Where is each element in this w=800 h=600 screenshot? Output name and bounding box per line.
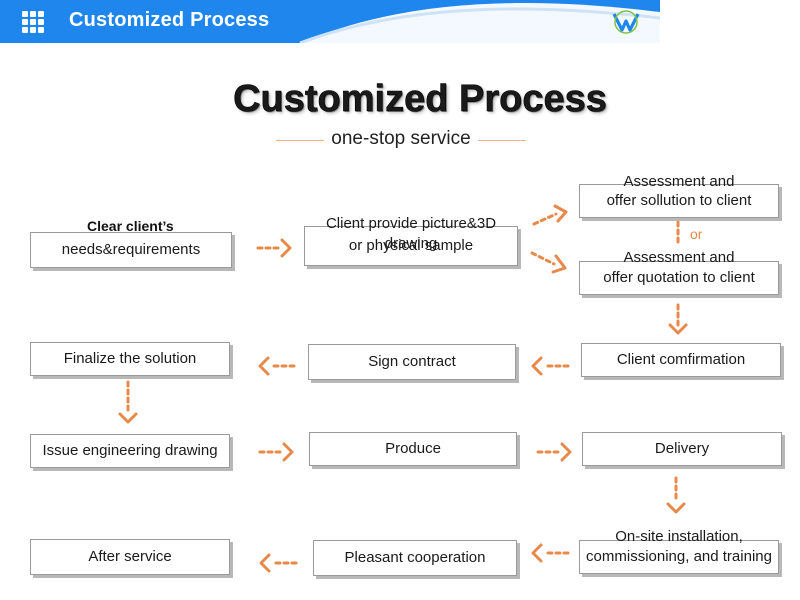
step8-label: Produce	[385, 439, 441, 457]
step3a-line1: Assessment and	[623, 173, 735, 190]
step3b-line1: Assessment and	[623, 249, 735, 266]
header-swoosh	[299, 3, 660, 43]
arrow-step2-to-step3b	[530, 251, 567, 274]
step1-label-top: Clear client’s	[87, 218, 174, 234]
step3b-line2: offer quotation to client	[603, 268, 755, 286]
subtitle-group: one-stop service	[276, 128, 526, 152]
step-box-onsite-installation: On-site installation, commissioning, and…	[579, 528, 779, 574]
step-box-finalize-solution: Finalize the solution	[30, 342, 230, 376]
step4-label: Client comfirmation	[616, 350, 746, 368]
step11-label: Pleasant cooperation	[344, 548, 486, 566]
subtitle-divider-left	[276, 140, 324, 141]
step10-line2: commissioning, and training	[586, 547, 772, 565]
arrow-step11-to-step12	[259, 553, 298, 573]
arrow-step7-to-step8	[258, 442, 294, 462]
step-box-needs-requirements: needs&requirements	[30, 232, 232, 268]
arrow-step5-to-step6	[258, 356, 296, 376]
step1-label: needs&requirements	[61, 240, 201, 258]
arrow-step10-to-step11	[531, 543, 570, 563]
diagram-title: Customized Process	[233, 78, 607, 121]
step6-label: Finalize the solution	[63, 349, 197, 367]
step10-line1: On-site installation,	[615, 528, 743, 545]
header-bar: Customized Process	[0, 0, 660, 43]
step2-line2: or physical sample	[348, 236, 474, 254]
step-box-after-service: After service	[30, 539, 230, 575]
step-box-client-confirmation: Client comfirmation	[581, 343, 781, 377]
step-box-assessment-solution: Assessment and offer sollution to client	[579, 173, 779, 218]
header-title: Customized Process	[69, 9, 270, 31]
step-box-sign-contract: Sign contract	[308, 344, 516, 380]
diagram-subtitle: one-stop service	[331, 128, 471, 149]
arrow-step4-to-step5	[531, 356, 570, 376]
subtitle-divider-right	[478, 140, 526, 141]
step7-label: Issue engineering drawing	[42, 441, 218, 459]
step-box-issue-drawing: Issue engineering drawing	[30, 434, 230, 468]
step3a-line2: offer sollution to client	[606, 191, 752, 209]
step-box-assessment-quotation: Assessment and offer quotation to client	[579, 249, 779, 295]
step-box-client-provide: Client provide picture&3D drawing or phy…	[304, 215, 518, 266]
arrow-step8-to-step9	[536, 442, 572, 462]
menu-grid-icon[interactable]	[22, 11, 44, 33]
step2-line1: Client provide picture&3D drawing	[325, 215, 497, 253]
step12-label: After service	[88, 547, 172, 565]
or-label: or	[690, 226, 703, 242]
step9-label: Delivery	[654, 439, 710, 457]
step-box-pleasant-cooperation: Pleasant cooperation	[313, 540, 517, 576]
arrow-step6-to-step7	[118, 380, 138, 424]
step-box-produce: Produce	[309, 432, 517, 466]
arrow-step3b-to-step4	[668, 303, 688, 335]
step-box-delivery: Delivery	[582, 432, 782, 466]
arrow-step9-to-step10	[666, 476, 686, 514]
arrow-step1-to-step2	[256, 238, 292, 258]
step5-label: Sign contract	[368, 352, 456, 370]
brand-logo-icon	[612, 10, 640, 34]
arrow-step2-to-step3a	[532, 204, 568, 226]
